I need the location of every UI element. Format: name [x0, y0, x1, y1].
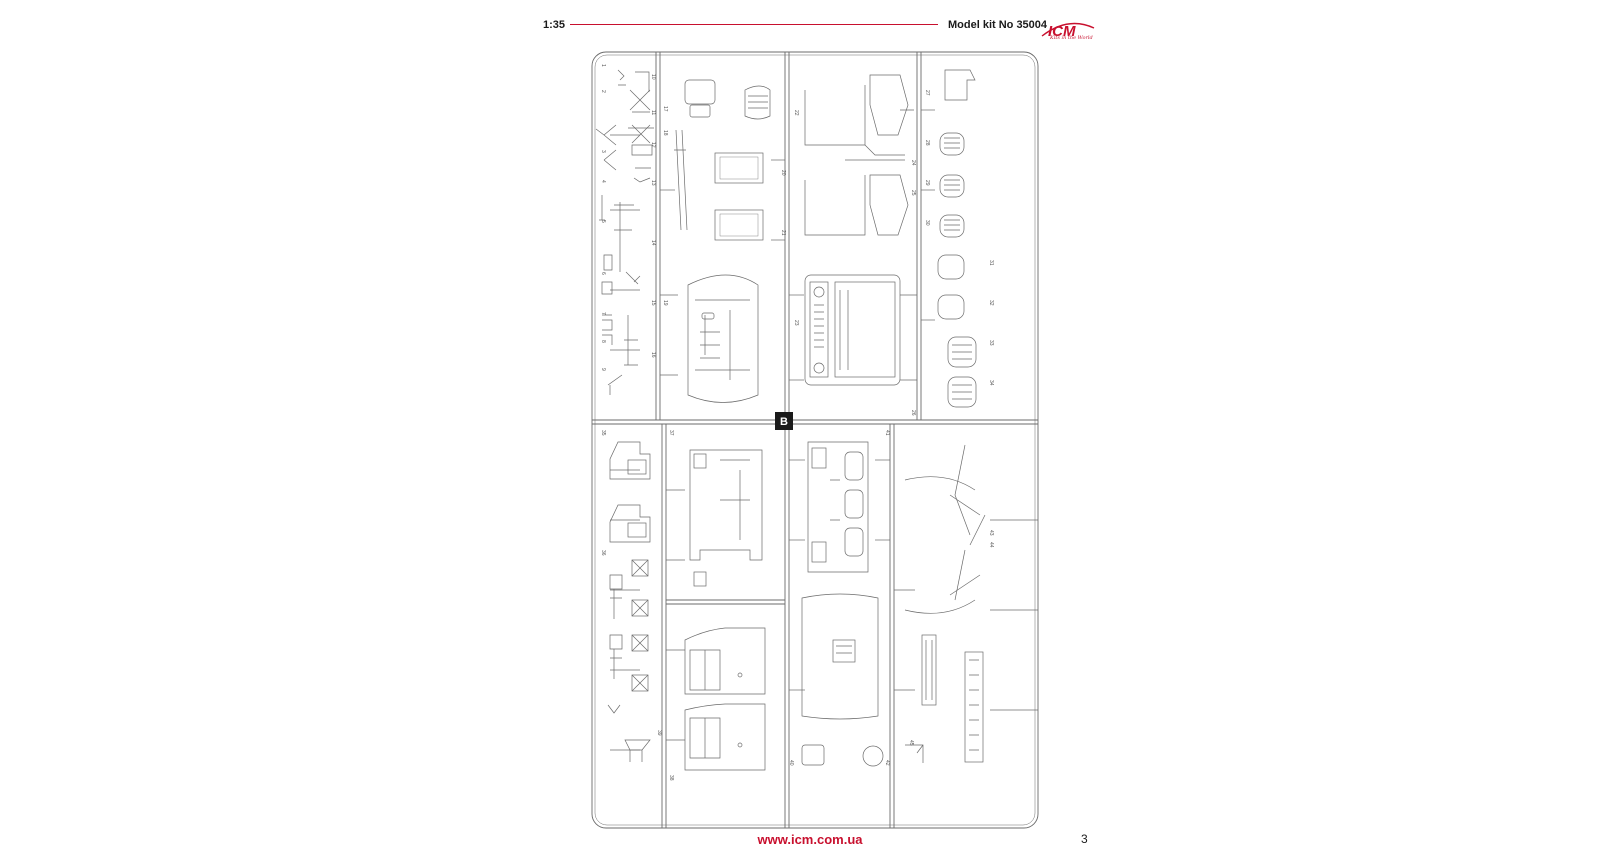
part-number-15: 15: [650, 300, 656, 306]
kit-number-label: Model kit No 35004: [948, 19, 1048, 31]
sprue-b-drawing: B 12345678910111213141516171819202122232…: [591, 51, 1039, 829]
part-number-32: 32: [988, 300, 994, 306]
part-number-37: 37: [668, 430, 674, 436]
part-number-14: 14: [650, 240, 656, 246]
part-number-40: 40: [788, 760, 794, 766]
part-number-39: 39: [656, 730, 662, 736]
part-number-26: 26: [910, 410, 916, 416]
part-number-41: 41: [884, 430, 890, 436]
sprue-label: B: [780, 416, 788, 428]
part-number-11: 11: [650, 110, 656, 115]
part-number-43: 43: [988, 530, 994, 536]
parts-col4-bottom: [904, 444, 986, 763]
part-number-7: 7: [600, 312, 606, 315]
part-number-5: 5: [600, 220, 606, 223]
part-number-2: 2: [600, 90, 606, 93]
part-number-1: 1: [600, 64, 606, 67]
part-number-10: 10: [650, 74, 656, 80]
part-number-4: 4: [600, 180, 606, 183]
footer-website[interactable]: www.icm.com.ua: [757, 832, 863, 847]
part-number-24: 24: [910, 160, 916, 166]
part-number-33: 33: [988, 340, 994, 346]
part-number-8: 8: [600, 340, 606, 343]
part-number-23: 23: [793, 320, 799, 326]
part-number-31: 31: [988, 260, 994, 266]
part-number-25: 25: [910, 190, 916, 196]
part-number-19: 19: [662, 300, 668, 306]
part-number-38: 38: [668, 775, 674, 781]
logo-slogan: Kits in the World: [1050, 35, 1093, 41]
part-number-34: 34: [988, 380, 994, 386]
part-number-42: 42: [884, 760, 890, 766]
part-number-28: 28: [924, 140, 930, 146]
icm-logo: ICM: [1041, 22, 1095, 40]
part-number-36: 36: [600, 550, 606, 556]
part-number-22: 22: [793, 110, 799, 116]
part-number-35: 35: [600, 430, 606, 436]
parts-col3-top: [804, 74, 914, 386]
header-rule: [570, 24, 938, 25]
part-number-12: 12: [650, 142, 656, 148]
part-number-21: 21: [780, 230, 786, 236]
part-number-30: 30: [924, 220, 930, 226]
part-number-45: 45: [908, 740, 914, 746]
sprue-frame: [591, 51, 1039, 829]
part-number-13: 13: [650, 180, 656, 186]
sprue-label-badge: B: [775, 412, 793, 430]
parts-col1-bottom: [607, 441, 651, 762]
logo-brand-text: ICM: [1048, 23, 1076, 40]
part-number-16: 16: [650, 352, 656, 358]
parts-col2-bottom: [684, 449, 766, 771]
part-number-29: 29: [924, 180, 930, 186]
part-number-labels: 1234567891011121314151617181920212223242…: [600, 64, 994, 781]
scale-label: 1:35: [543, 19, 566, 31]
parts-col1-top: [595, 69, 654, 395]
parts-col3-bottom: [801, 441, 884, 767]
part-number-18: 18: [662, 130, 668, 136]
parts-col4-top: [937, 69, 977, 408]
part-number-27: 27: [924, 90, 930, 96]
part-number-44: 44: [988, 542, 994, 548]
part-number-9: 9: [600, 368, 606, 371]
parts-col2-top: [674, 79, 771, 403]
part-number-17: 17: [662, 106, 668, 112]
part-number-6: 6: [600, 272, 606, 275]
page-number: 3: [1081, 832, 1088, 846]
part-number-3: 3: [600, 150, 606, 153]
part-number-20: 20: [780, 170, 786, 176]
